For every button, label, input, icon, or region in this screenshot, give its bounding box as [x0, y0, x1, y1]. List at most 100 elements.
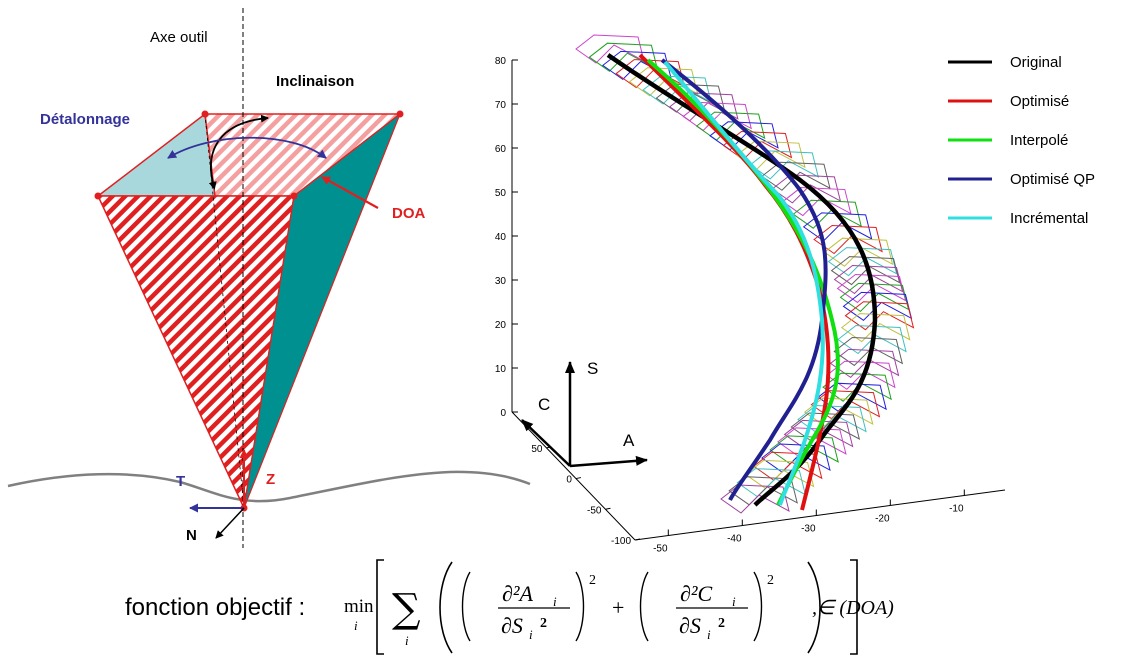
tool-frame — [810, 390, 881, 420]
c-tick-label: 50 — [531, 444, 543, 455]
s-axis-label: S — [587, 359, 598, 378]
tool-frame — [837, 325, 907, 355]
inclination-label: Inclinaison — [276, 73, 354, 90]
tool-frame — [833, 336, 904, 367]
legend-label: Optimisé — [1010, 93, 1069, 110]
z-tick-label: 0 — [500, 408, 506, 419]
tool-frame — [792, 199, 862, 229]
z-tick-label: 80 — [495, 56, 507, 67]
z-tick-label: 60 — [495, 144, 507, 155]
formula-min: min — [344, 596, 374, 617]
tool-frame — [822, 372, 892, 402]
square-c: 2 — [767, 573, 774, 588]
objective-formula: fonction objectif : min i ∑ i ∂²A i ∂S i… — [125, 559, 894, 655]
series-original — [606, 53, 878, 507]
outer-right-bracket — [850, 559, 858, 655]
clearance-label: Détalonnage — [40, 111, 130, 128]
big-left-paren — [439, 561, 453, 654]
tool-frame — [844, 301, 915, 331]
n-vector — [215, 507, 245, 539]
left-paren-c — [639, 571, 649, 642]
tool-frame — [823, 237, 894, 267]
a-tick-label: -20 — [875, 514, 890, 525]
a-axis-line — [634, 489, 1006, 541]
tool-frame — [833, 265, 904, 295]
doa-arrow — [321, 176, 379, 209]
denominator-a-sub: i — [529, 627, 533, 642]
denominator-c: ∂S — [679, 613, 701, 638]
c-tick-mark — [605, 507, 611, 510]
denominator-c-exp: 2 — [718, 616, 725, 631]
tool-frame — [827, 247, 898, 277]
legend-label: Interpolé — [1010, 132, 1068, 149]
a-ticks: -50 -40 -30 -20 -10 — [653, 489, 965, 555]
sum-index: i — [405, 633, 409, 648]
doa-label: DOA — [392, 205, 426, 222]
tool-schematic: Axe outil Inclinaison Détalonnage DOA T … — [7, 8, 531, 548]
c-ticks: 50 0 -50 -100 — [531, 444, 641, 547]
a-axis-arrow — [569, 455, 648, 468]
c-axis-label: C — [538, 395, 550, 414]
axis-label: Axe outil — [150, 29, 208, 46]
a-tick-label: -50 — [653, 544, 668, 555]
formula-min-index: i — [354, 618, 358, 633]
numerator-a-sub: i — [553, 594, 557, 609]
denominator-a-exp: 2 — [540, 616, 547, 631]
series-incremental — [663, 60, 825, 506]
right-paren-a — [575, 571, 585, 642]
legend-label: Incrémental — [1010, 210, 1088, 227]
tool-frame — [836, 273, 907, 304]
legend-label: Optimisé QP — [1010, 171, 1095, 188]
a-tick-label: -40 — [727, 534, 742, 545]
plus-sign: + — [612, 595, 624, 620]
z-tick-label: 50 — [495, 188, 507, 199]
z-tick-label: 20 — [495, 320, 507, 331]
a-axis-label: A — [623, 431, 635, 450]
tool-frame — [803, 397, 874, 427]
tool-frame — [840, 313, 911, 343]
left-paren-a — [461, 571, 471, 642]
a-tick-label: -30 — [801, 524, 816, 535]
tool-frame — [829, 348, 900, 379]
vertex-dot — [201, 110, 209, 118]
tool-frame — [628, 67, 699, 97]
a-tick-label: -10 — [949, 504, 964, 515]
front-face — [96, 195, 295, 511]
vertex-dot — [94, 192, 102, 200]
numerator-a: ∂²A — [502, 581, 533, 606]
n-label: N — [186, 527, 197, 544]
legend-label: Original — [1010, 54, 1062, 71]
denominator-c-sub: i — [707, 627, 711, 642]
right-paren-c — [753, 571, 763, 642]
tool-frame — [761, 161, 831, 191]
side-face — [243, 112, 402, 509]
tool-frame — [813, 225, 883, 255]
c-tick-label: -50 — [587, 505, 602, 516]
workpiece-surface — [7, 470, 531, 503]
z-label: Z — [266, 471, 275, 488]
z-tick-label: 40 — [495, 232, 507, 243]
c-axis-arrow — [521, 419, 571, 467]
denominator-a: ∂S — [501, 613, 523, 638]
vertex-dot — [396, 110, 404, 118]
sum-sign: ∑ — [392, 586, 421, 632]
c-tick-label: 0 — [566, 475, 572, 486]
numerator-c: ∂²C — [680, 581, 712, 606]
c-tick-label: -100 — [611, 536, 631, 547]
tool-frame — [826, 360, 896, 390]
t-label: T — [176, 473, 185, 490]
z-tick-label: 30 — [495, 276, 507, 287]
square-a: 2 — [589, 573, 596, 588]
c-tick-mark — [634, 538, 641, 541]
tool-frame — [830, 256, 901, 286]
vertex-dot — [290, 192, 298, 200]
tool-frame — [601, 50, 672, 81]
series-optimise-qp — [660, 58, 828, 501]
clearance-arc-arrow — [167, 136, 327, 159]
z-tick-label: 10 — [495, 364, 507, 375]
tool-frame — [781, 187, 852, 217]
